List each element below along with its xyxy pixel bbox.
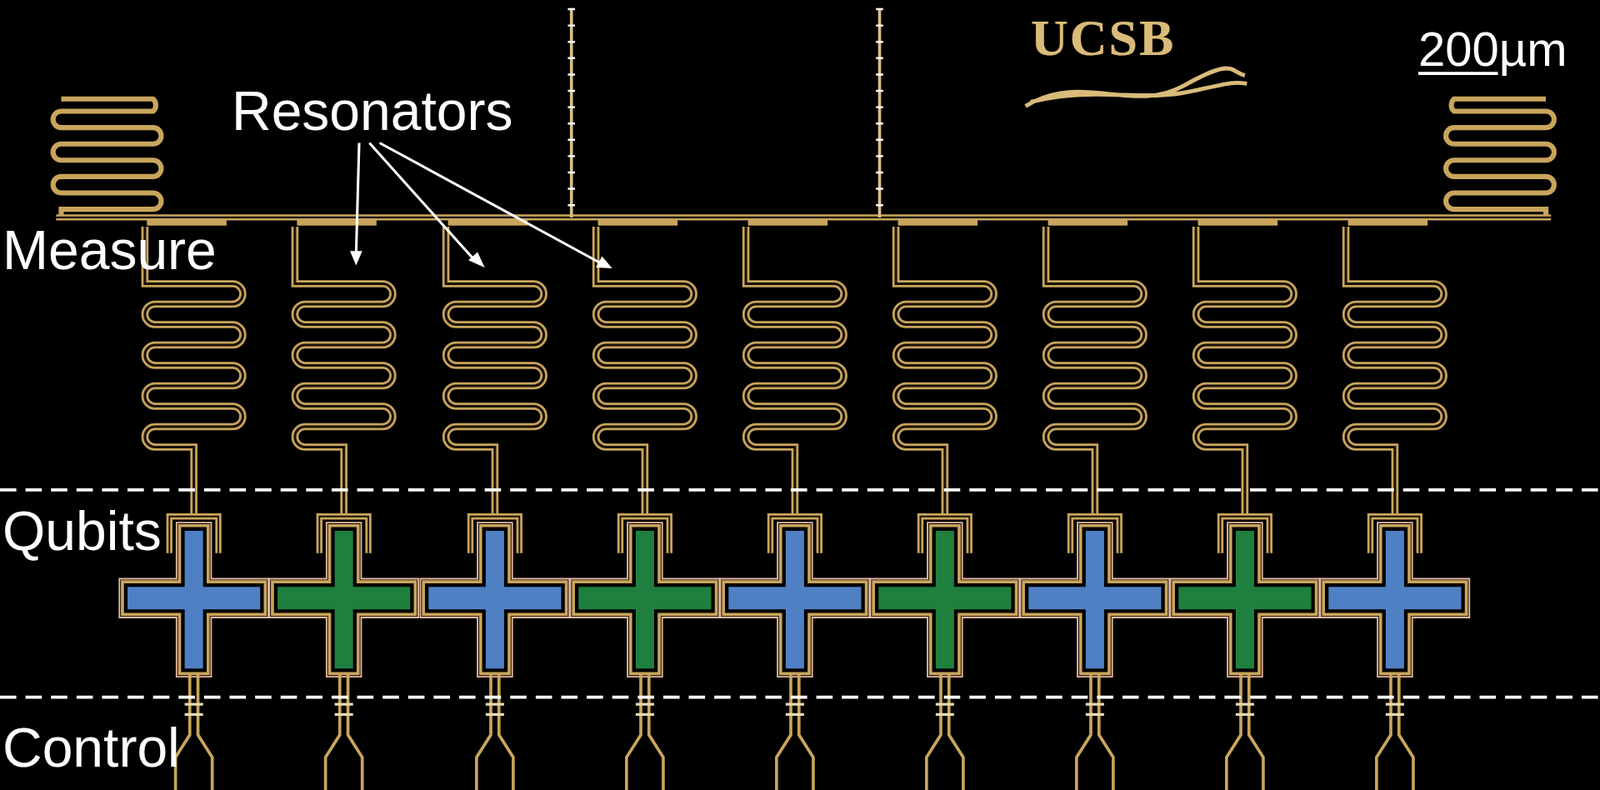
leader-arrows xyxy=(350,142,613,269)
section-label: Measure xyxy=(2,222,217,278)
section-label: Control xyxy=(2,720,180,775)
section-divider xyxy=(0,490,1600,698)
qubits xyxy=(119,516,1470,790)
bond-lines xyxy=(571,8,880,218)
left-meander xyxy=(53,99,162,218)
section-label: Qubits xyxy=(2,503,162,559)
logo-waves xyxy=(1025,68,1248,106)
resonators xyxy=(145,219,1445,516)
callout-label: Resonators xyxy=(231,83,514,139)
right-meander xyxy=(1445,99,1555,218)
logo-text: UCSB xyxy=(1030,11,1175,64)
scale-label: 200µm xyxy=(1418,25,1568,74)
